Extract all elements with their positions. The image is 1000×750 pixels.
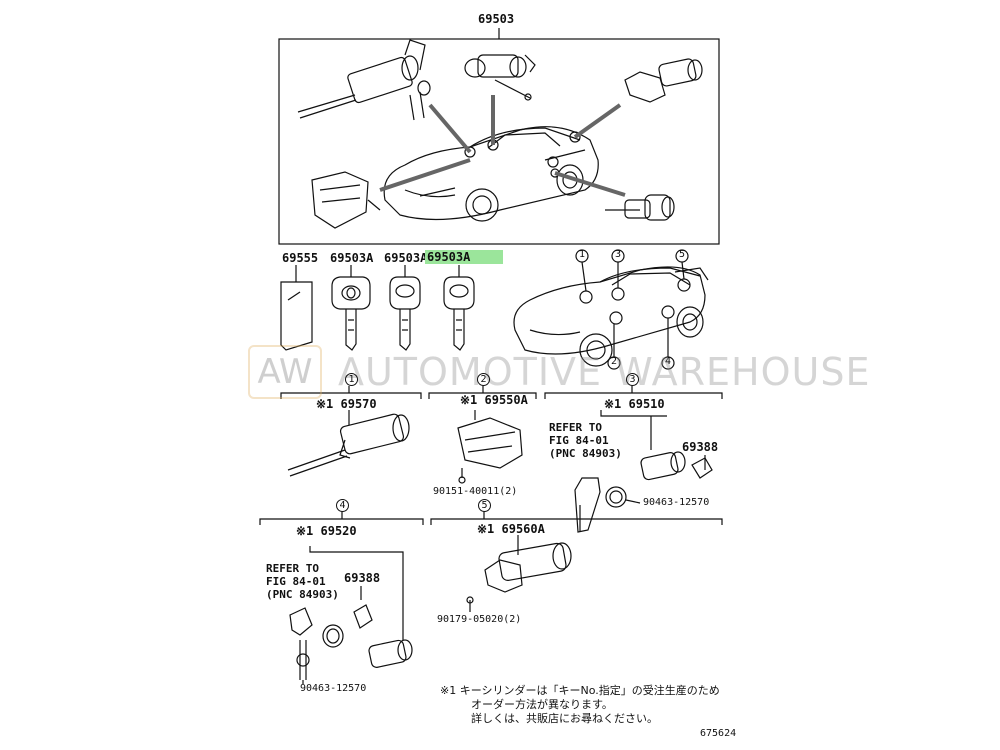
key-1-drawing xyxy=(331,276,371,351)
s3-part-3: 90463-12570 xyxy=(643,497,710,508)
s4-ref-line-2: FIG 84-01 xyxy=(266,575,326,588)
section-3-number: 3 xyxy=(626,373,639,386)
s3-ref-line-2: FIG 84-01 xyxy=(549,434,609,447)
key-2-drawing xyxy=(389,276,421,351)
top-glovebox-lock xyxy=(311,171,381,229)
s1-ignition-cylinder-drawing xyxy=(287,410,410,477)
key-label-3: 69503A xyxy=(384,251,428,265)
callout-2: 2 xyxy=(611,356,618,367)
watermark-text: AUTOMOTIVE WAREHOUSE xyxy=(338,350,871,394)
key-label-leaders xyxy=(295,265,460,282)
callout-5: 5 xyxy=(679,249,686,260)
s4-part-3: 90463-12570 xyxy=(300,683,367,694)
index-car-drawing xyxy=(513,261,709,367)
s4-ref-line-3: (PNC 84903) xyxy=(266,588,339,601)
footnote: ※1 キーシリンダーは「キーNo.指定」の受注生産のため オーダー方法が異なりま… xyxy=(440,684,720,726)
callout-3: 3 xyxy=(615,249,622,260)
s3-door-lock-drawing xyxy=(574,410,713,533)
section-5-number: 5 xyxy=(478,499,491,512)
section-4-number: 4 xyxy=(336,499,349,512)
key-label-highlighted[interactable]: 69503A xyxy=(425,250,503,264)
s4-ref-line-1: REFER TO xyxy=(266,562,319,575)
s1-part-number: ※1 69570 xyxy=(316,397,377,411)
s4-part-number: ※1 69520 xyxy=(296,524,357,538)
callout-1: 1 xyxy=(579,249,586,260)
top-door-lock xyxy=(464,54,536,101)
s4-part-2: 69388 xyxy=(344,571,381,585)
s5-bolt-number: 90179-05020(2) xyxy=(437,614,522,625)
s3-ref-line-1: REFER TO xyxy=(549,421,602,434)
key-label-1: 69555 xyxy=(282,251,319,265)
footnote-line-1: ※1 キーシリンダーは「キーNo.指定」の受注生産のため xyxy=(440,684,720,697)
s2-bolt-number: 90151-40011(2) xyxy=(433,486,518,497)
s3-part-number: ※1 69510 xyxy=(604,397,665,411)
section-2-number: 2 xyxy=(477,373,490,386)
top-trunk-lock xyxy=(624,58,703,103)
callout-4: 4 xyxy=(665,356,672,367)
s2-glovebox-lock-drawing xyxy=(457,410,523,484)
s3-part-2: 69388 xyxy=(682,440,719,454)
footnote-line-2: オーダー方法が異なります。 xyxy=(471,698,613,711)
figure-number: 675624 xyxy=(700,728,737,739)
footnote-line-3: 詳しくは、共販店にお尋ねください。 xyxy=(471,712,658,725)
key-label-2: 69503A xyxy=(330,251,374,265)
s2-part-number: ※1 69550A xyxy=(460,393,528,407)
s3-ref-line-3: (PNC 84903) xyxy=(549,447,622,460)
key-3-drawing xyxy=(443,276,475,351)
s5-part-number: ※1 69560A xyxy=(477,522,545,536)
watermark-logo: AW xyxy=(248,345,322,399)
top-part-number: 69503 xyxy=(478,12,515,26)
key-plate-drawing xyxy=(280,281,313,351)
car-callout-circles xyxy=(575,249,689,370)
section-1-number: 1 xyxy=(345,373,358,386)
top-car-drawing xyxy=(379,95,626,222)
top-fuel-lock xyxy=(605,194,675,221)
watermark: AW AUTOMOTIVE WAREHOUSE xyxy=(248,345,870,399)
s4-door-lock-drawing xyxy=(289,546,413,684)
top-ignition-cylinder xyxy=(297,39,431,121)
top-frame xyxy=(278,28,720,245)
s5-trunk-lock-drawing xyxy=(466,535,572,612)
